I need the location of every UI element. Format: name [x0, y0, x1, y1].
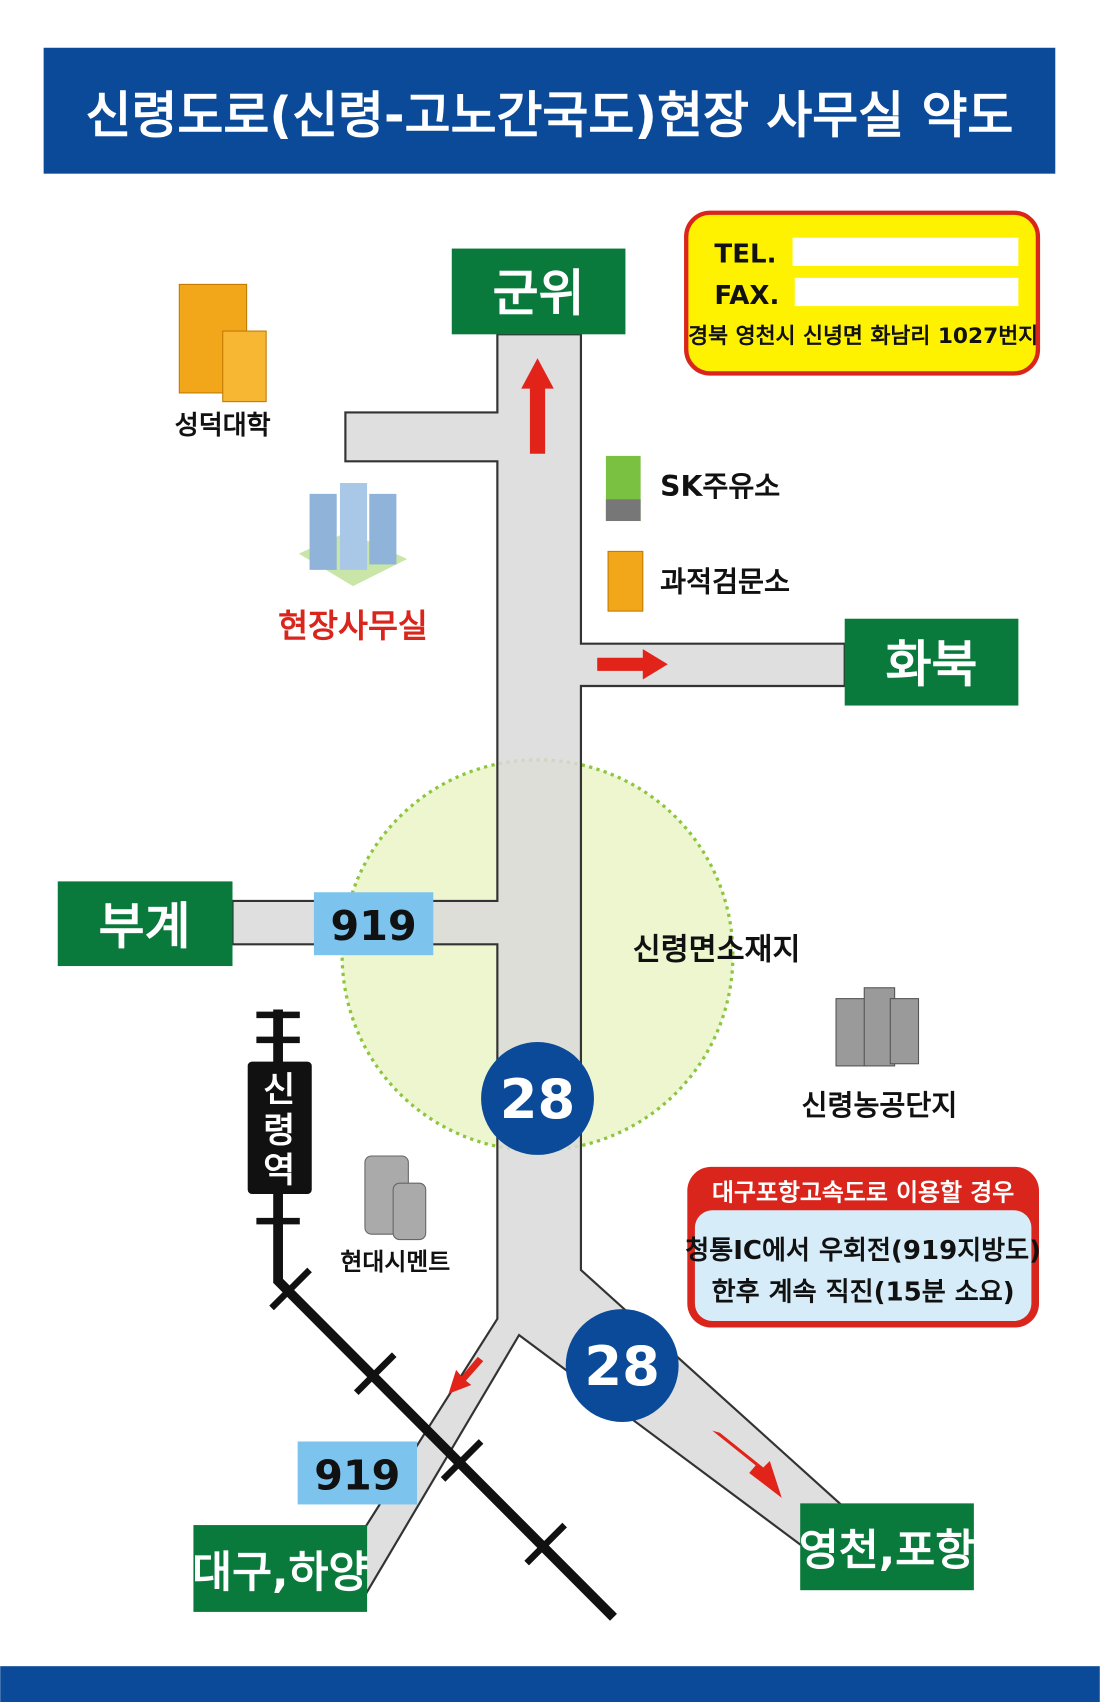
station-sign — [247, 1061, 312, 1195]
route-28-badge-b: 28 — [565, 1309, 679, 1422]
arrow-southeast-icon — [712, 1430, 782, 1498]
tel-field — [792, 237, 1019, 266]
tel-label: TEL. — [714, 240, 776, 270]
weigh-station-icon — [607, 550, 644, 612]
station-char-2: 령 — [263, 1111, 295, 1151]
university-building-icon — [178, 283, 267, 403]
svg-text:영천,포항: 영천,포항 — [799, 1526, 975, 1576]
svg-text:대구포항고속도로 이용할 경우: 대구포항고속도로 이용할 경우 — [712, 1179, 1014, 1207]
gas-station-icon — [605, 455, 641, 522]
university-label: 성덕대학 — [175, 411, 271, 441]
svg-text:대구,하양: 대구,하양 — [192, 1548, 368, 1598]
svg-text:부계: 부계 — [99, 897, 191, 955]
gas-station-label: SK주유소 — [660, 470, 780, 503]
contact-box: TEL. FAX. 경북 영천시 신녕면 화남리 1027번지 — [684, 210, 1041, 376]
office-label: 현장사무실 — [278, 607, 428, 645]
svg-text:한후 계속 직진(15분 소요): 한후 계속 직진(15분 소요) — [712, 1277, 1015, 1307]
svg-text:화북: 화북 — [886, 636, 978, 694]
dest-west: 부계 — [57, 881, 233, 967]
cement-silo-icon — [364, 1155, 427, 1241]
weigh-station-label: 과적검문소 — [660, 566, 790, 599]
direction-arrows — [448, 358, 782, 1498]
arrow-southwest-icon — [448, 1356, 484, 1394]
township-label: 신령면소재지 — [633, 933, 801, 968]
svg-text:군위: 군위 — [493, 264, 585, 322]
arrow-north-icon — [521, 358, 554, 454]
dest-southwest: 대구,하양 — [192, 1525, 368, 1612]
address: 경북 영천시 신녕면 화남리 1027번지 — [688, 324, 1038, 349]
industrial-complex-icon — [835, 987, 920, 1067]
header-banner — [43, 47, 1056, 174]
fax-field — [794, 277, 1019, 307]
industrial-label: 신령농공단지 — [802, 1089, 958, 1122]
route-919-south: 919 — [297, 1441, 418, 1505]
cement-label: 현대시멘트 — [340, 1248, 450, 1276]
svg-text:919: 919 — [314, 1451, 400, 1499]
route-28-badge-a: 28 — [481, 1042, 594, 1155]
fax-label: FAX. — [714, 281, 779, 311]
svg-text:28: 28 — [500, 1068, 576, 1131]
dest-east: 화북 — [844, 618, 1019, 706]
station-char-1: 신 — [263, 1071, 295, 1111]
svg-text:919: 919 — [331, 902, 417, 950]
svg-text:청통IC에서 우회전(919지방도): 청통IC에서 우회전(919지방도) — [685, 1236, 1041, 1266]
station-char-3: 역 — [263, 1151, 295, 1191]
dest-southeast: 영천,포항 — [799, 1503, 975, 1591]
office-building-icon — [298, 483, 408, 587]
arrow-east-icon — [597, 649, 668, 680]
svg-text:28: 28 — [584, 1335, 660, 1398]
page-title: 신령도로(신령-고노간국도)현장 사무실 약도 — [86, 86, 1014, 144]
footer-bar — [0, 1666, 1100, 1702]
dest-north: 군위 — [451, 248, 626, 335]
highway-note: 대구포항고속도로 이용할 경우 청통IC에서 우회전(919지방도) 한후 계속… — [685, 1166, 1041, 1328]
route-919-west: 919 — [313, 892, 434, 956]
